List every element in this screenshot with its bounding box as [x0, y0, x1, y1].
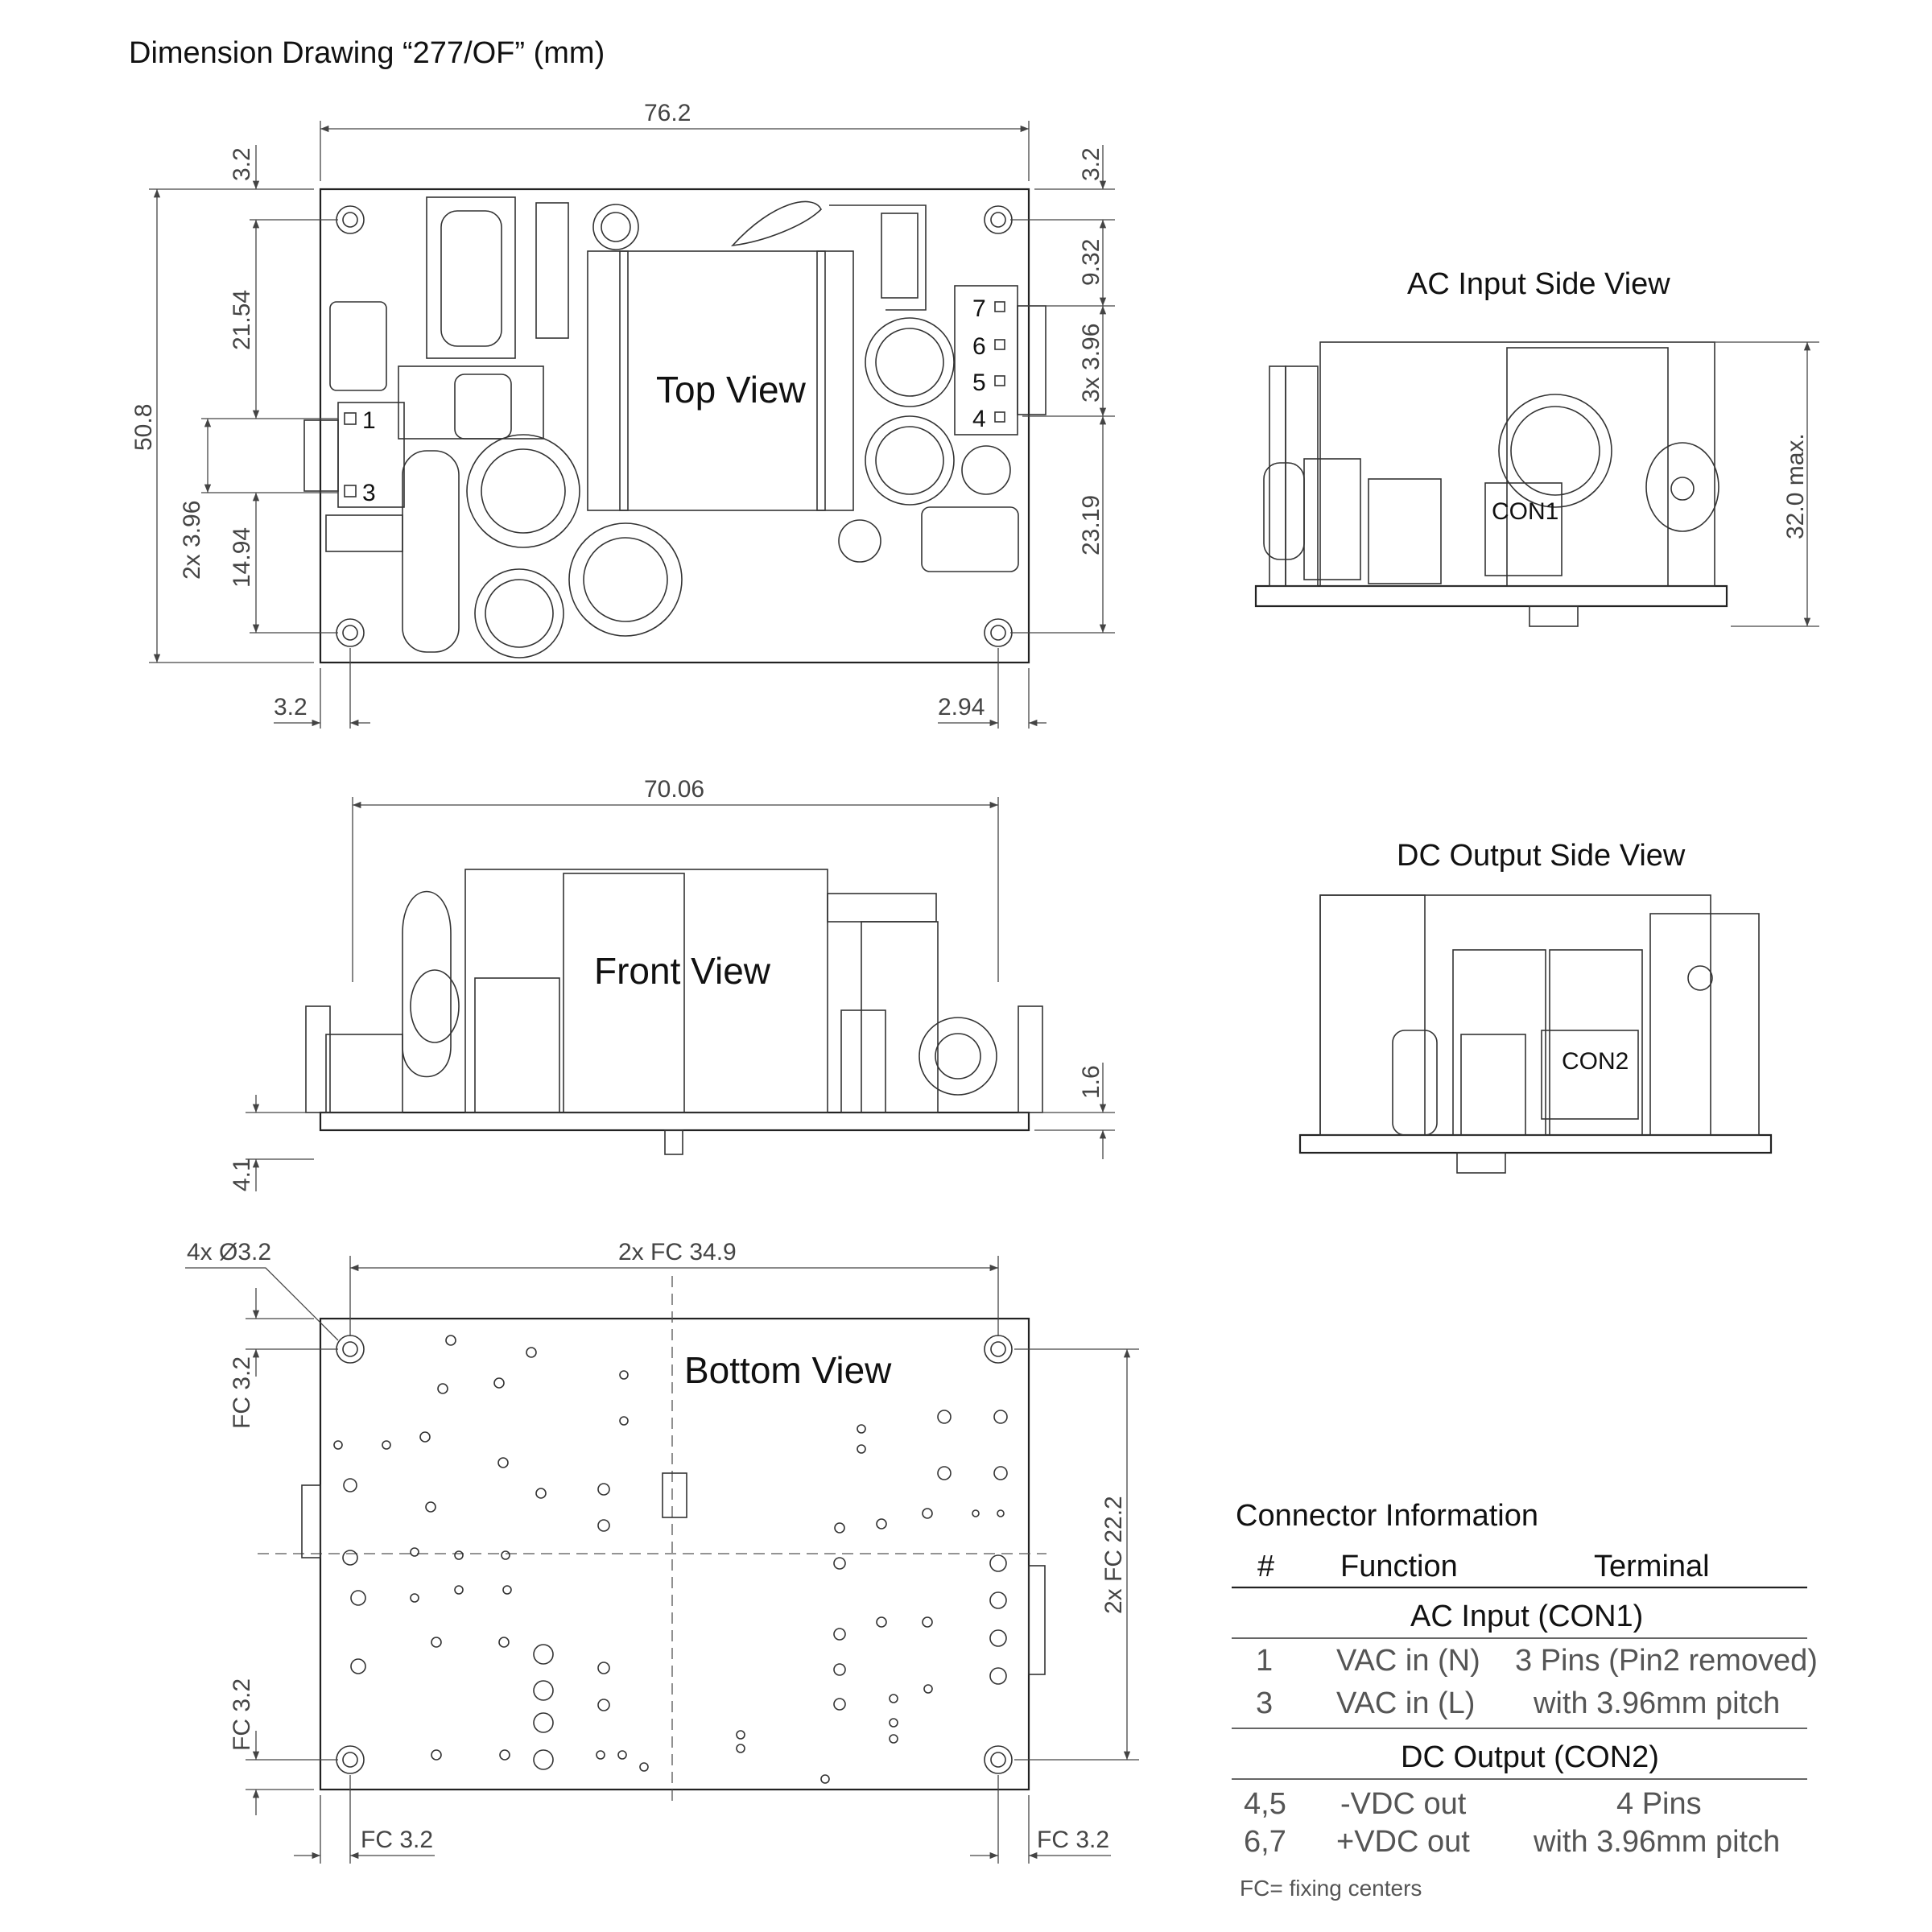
- connector-info-title: Connector Information: [1236, 1499, 1538, 1533]
- pin-label-6: 6: [972, 333, 986, 360]
- dim-front-1-6: 1.6: [1078, 1065, 1104, 1099]
- pin-label-5: 5: [972, 369, 986, 396]
- ac-input-side-view: AC Input Side View CON1 32.0 max.: [1254, 267, 1819, 627]
- dim-ac-side-height: 32.0 max.: [1782, 433, 1809, 539]
- dim-bottom-fc-height: 2x FC 22.2: [1100, 1496, 1127, 1614]
- section-dc-output: DC Output (CON2): [1401, 1740, 1659, 1774]
- capacitor-icon: [865, 317, 955, 407]
- table-cell: 4 Pins: [1616, 1787, 1702, 1821]
- col-header-function: Function: [1340, 1550, 1458, 1583]
- bottom-view: Bottom View: [185, 1239, 1139, 1864]
- table-cell: VAC in (L): [1336, 1686, 1475, 1720]
- table-footnote: FC= fixing centers: [1240, 1876, 1422, 1901]
- capacitor-icon: [474, 568, 564, 658]
- pin-label-4: 4: [972, 406, 986, 432]
- con2-label: CON2: [1562, 1048, 1629, 1075]
- col-header-num: #: [1257, 1550, 1274, 1583]
- dim-top-bottom-right: 2.94: [938, 694, 985, 720]
- con1-side-box: [1484, 482, 1563, 576]
- front-view: Front View 70.06 1.6 4.1: [229, 776, 1115, 1191]
- dim-top-9-32: 9.32: [1078, 239, 1104, 286]
- transformer-icon: [619, 250, 826, 511]
- table-cell: with 3.96mm pitch: [1533, 1825, 1780, 1859]
- dim-front-4-1: 4.1: [229, 1158, 255, 1191]
- table-cell: -VDC out: [1340, 1787, 1467, 1821]
- mounting-hole-icon: [336, 618, 365, 647]
- toroid-icon: [1498, 394, 1612, 508]
- table-cell: VAC in (N): [1336, 1644, 1480, 1678]
- dim-top-14-94: 14.94: [229, 527, 255, 588]
- front-view-board: [319, 1111, 1030, 1132]
- dim-top-width: 76.2: [644, 100, 691, 126]
- mounting-hole-icon: [984, 1745, 1013, 1774]
- ac-side-view-label: AC Input Side View: [1407, 267, 1670, 301]
- top-view-board: [319, 188, 1030, 664]
- pin-label-1: 1: [362, 407, 376, 434]
- table-cell: 1: [1256, 1644, 1273, 1678]
- table-cell: 6,7: [1244, 1825, 1286, 1859]
- col-header-terminal: Terminal: [1594, 1550, 1710, 1583]
- dim-top-left-margin: 3.2: [229, 147, 255, 181]
- pin-label-7: 7: [972, 295, 986, 322]
- dim-bottom-fc-left-top: FC 3.2: [229, 1356, 255, 1429]
- dim-top-right-margin: 3.2: [1078, 147, 1104, 181]
- inductor-icon: [426, 196, 516, 359]
- dim-top-23-19: 23.19: [1078, 495, 1104, 555]
- mounting-hole-icon: [336, 1745, 365, 1774]
- top-view: Top View 1 3 7 6 5 4 76.: [130, 100, 1115, 729]
- table-cell: with 3.96mm pitch: [1533, 1686, 1780, 1720]
- mounting-hole-icon: [336, 205, 365, 234]
- mounting-hole-icon: [984, 205, 1013, 234]
- table-cell: 3 Pins (Pin2 removed): [1515, 1644, 1818, 1678]
- toroid-icon: [919, 1017, 997, 1096]
- dc-side-view-label: DC Output Side View: [1397, 839, 1686, 873]
- table-cell: +VDC out: [1336, 1825, 1470, 1859]
- con2-side-box: [1541, 1030, 1639, 1120]
- top-view-label: Top View: [656, 369, 807, 411]
- dim-bottom-fc-width: 2x FC 34.9: [618, 1239, 737, 1265]
- pin-label-3: 3: [362, 480, 376, 506]
- section-ac-input: AC Input (CON1): [1410, 1600, 1643, 1633]
- capacitor-icon: [568, 522, 683, 637]
- mounting-hole-icon: [984, 1335, 1013, 1364]
- dim-front-width: 70.06: [644, 776, 704, 803]
- dc-output-side-view: DC Output Side View CON2: [1298, 839, 1773, 1174]
- table-cell: 4,5: [1244, 1787, 1286, 1821]
- dim-top-2x-3-96: 2x 3.96: [179, 501, 205, 580]
- capacitor-icon: [592, 204, 639, 250]
- dim-top-bottom-left: 3.2: [274, 694, 308, 720]
- dim-bottom-holes: 4x Ø3.2: [187, 1239, 271, 1265]
- dim-bottom-fc-left-bottom: FC 3.2: [229, 1678, 255, 1751]
- dim-top-height: 50.8: [130, 404, 157, 451]
- connector-info-table: Connector Information # Function Termina…: [1232, 1499, 1818, 1901]
- mounting-hole-icon: [336, 1335, 365, 1364]
- table-cell: 3: [1256, 1686, 1273, 1720]
- mounting-hole-icon: [984, 618, 1013, 647]
- dim-bottom-fc-bottom-right: FC 3.2: [1037, 1827, 1109, 1853]
- con1-label: CON1: [1492, 498, 1558, 525]
- capacitor-icon: [466, 434, 580, 548]
- front-view-label: Front View: [594, 950, 771, 992]
- capacitor-icon: [865, 415, 955, 506]
- bottom-view-label: Bottom View: [684, 1349, 892, 1391]
- drawing-title: Dimension Drawing “277/OF” (mm): [129, 36, 605, 70]
- dim-bottom-fc-bottom-left: FC 3.2: [361, 1827, 433, 1853]
- dim-top-3x-3-96: 3x 3.96: [1078, 324, 1104, 402]
- con2-connector-top: [954, 285, 1018, 436]
- dim-top-21-54: 21.54: [229, 290, 255, 350]
